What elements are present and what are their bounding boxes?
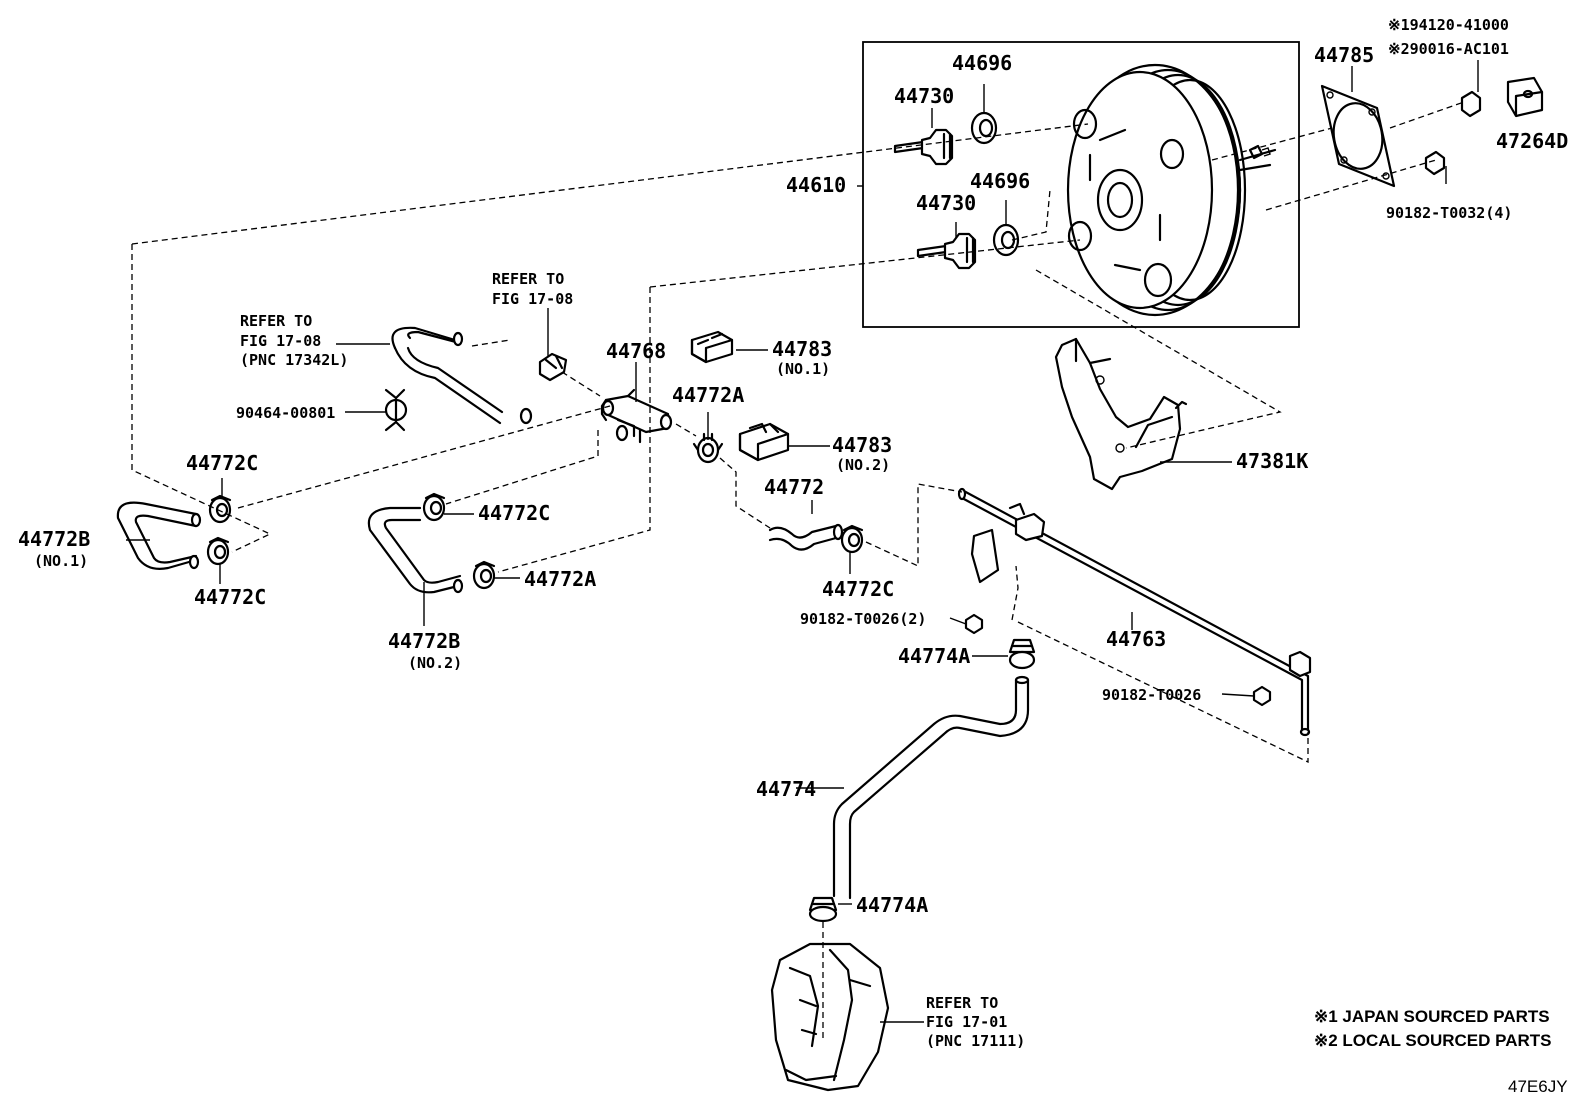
label-44772b-no2: 44772B <box>388 629 460 653</box>
note-japan-sourced: ※1 JAPAN SOURCED PARTS <box>1314 1007 1550 1026</box>
callout-labels: 44610 44696 44730 44696 44730 44785 4726… <box>18 16 1568 1096</box>
label-44696-bottom: 44696 <box>970 169 1030 193</box>
label-refer-top-2: FIG 17-08 <box>492 290 573 308</box>
label-290016-ac101: ※290016-AC101 <box>1388 40 1509 58</box>
clip-refer-top-drawing <box>538 352 568 382</box>
label-44610: 44610 <box>786 173 846 197</box>
leader-lines <box>126 60 1479 1023</box>
label-44696-top: 44696 <box>952 51 1012 75</box>
hose-refer-left-drawing <box>391 326 533 425</box>
check-valve-top-drawing <box>893 111 998 166</box>
gasket-drawing <box>1320 84 1396 188</box>
label-90464-00801: 90464-00801 <box>236 404 335 422</box>
clamp-90464-drawing <box>384 388 408 432</box>
label-44772b-no1-sub: (NO.1) <box>34 552 88 570</box>
label-refer-bottom-1: REFER TO <box>926 994 998 1012</box>
hose-44772-drawing <box>768 523 844 551</box>
label-47264d: 47264D <box>1496 129 1568 153</box>
hose-44772b-no1-drawing <box>116 501 202 570</box>
intake-manifold-drawing <box>770 942 890 1092</box>
clamp-44772c-left-upper-drawing <box>208 494 232 524</box>
label-44783-no1-sub: (NO.1) <box>776 360 830 378</box>
label-44772c-a: 44772C <box>186 451 258 475</box>
clamp-44772c-left-lower-drawing <box>206 536 230 566</box>
nut-90182-t0026-2-drawing <box>964 613 984 635</box>
clamp-44772c-right-drawing <box>840 524 864 554</box>
hose-44774-drawing <box>832 675 1030 900</box>
hose-44772b-no2-drawing <box>367 506 464 594</box>
label-44785: 44785 <box>1314 43 1374 67</box>
label-47381k: 47381K <box>1236 449 1308 473</box>
label-44772a-mid: 44772A <box>524 567 596 591</box>
label-refer-bottom-2: FIG 17-01 <box>926 1013 1007 1031</box>
nut-90182-t0026-drawing <box>1252 685 1272 707</box>
bracket-47381k-drawing <box>1054 337 1188 491</box>
label-refer-top-1: REFER TO <box>492 270 564 288</box>
label-194120-41000: ※194120-41000 <box>1388 16 1509 34</box>
nut-90182-t0032-drawing <box>1424 150 1446 176</box>
label-44768: 44768 <box>606 339 666 363</box>
tube-44763-drawing <box>957 487 1312 737</box>
label-refer-left-3: (PNC 17342L) <box>240 351 348 369</box>
label-44772c-c: 44772C <box>478 501 550 525</box>
label-44774a-bottom: 44774A <box>856 893 928 917</box>
grommet-44774a-top-drawing <box>1008 638 1036 670</box>
check-valve-bottom-drawing <box>916 223 1020 270</box>
brake-booster-drawing <box>1066 63 1277 317</box>
label-44763: 44763 <box>1106 627 1166 651</box>
label-90182-t0026: 90182-T0026 <box>1102 686 1201 704</box>
note-local-sourced: ※2 LOCAL SOURCED PARTS <box>1314 1031 1551 1050</box>
label-90182-t0026-2: 90182-T0026(2) <box>800 610 926 628</box>
label-refer-left-1: REFER TO <box>240 312 312 330</box>
label-refer-bottom-3: (PNC 17111) <box>926 1032 1025 1050</box>
clamp-44772a-mid-drawing <box>472 560 496 590</box>
label-44774a-top: 44774A <box>898 644 970 668</box>
clip-44783-no1-drawing <box>690 330 734 364</box>
nut-19412-drawing <box>1460 90 1482 118</box>
label-44730-top: 44730 <box>894 84 954 108</box>
diagram-code: 47E6JY <box>1508 1077 1568 1096</box>
clip-47264d-drawing <box>1506 76 1544 118</box>
label-44772c-b: 44772C <box>194 585 266 609</box>
junction-44768-drawing <box>600 388 673 444</box>
label-44774: 44774 <box>756 777 816 801</box>
grommet-44774a-bot-drawing <box>808 896 838 923</box>
label-44783-no2: 44783 <box>832 433 892 457</box>
label-44730-bottom: 44730 <box>916 191 976 215</box>
label-44772: 44772 <box>764 475 824 499</box>
clip-44783-no2-drawing <box>738 422 790 462</box>
dashed-connectors <box>131 101 1465 1040</box>
label-44783-no1: 44783 <box>772 337 832 361</box>
label-44772c-d: 44772C <box>822 577 894 601</box>
label-44783-no2-sub: (NO.2) <box>836 456 890 474</box>
label-refer-left-2: FIG 17-08 <box>240 332 321 350</box>
label-90182-t0032: 90182-T0032(4) <box>1386 204 1512 222</box>
label-44772a-top: 44772A <box>672 383 744 407</box>
label-44772b-no2-sub: (NO.2) <box>408 654 462 672</box>
label-44772b-no1: 44772B <box>18 527 90 551</box>
booster-assembly-frame <box>862 41 1300 328</box>
clamp-44772c-mid-drawing <box>422 492 446 522</box>
